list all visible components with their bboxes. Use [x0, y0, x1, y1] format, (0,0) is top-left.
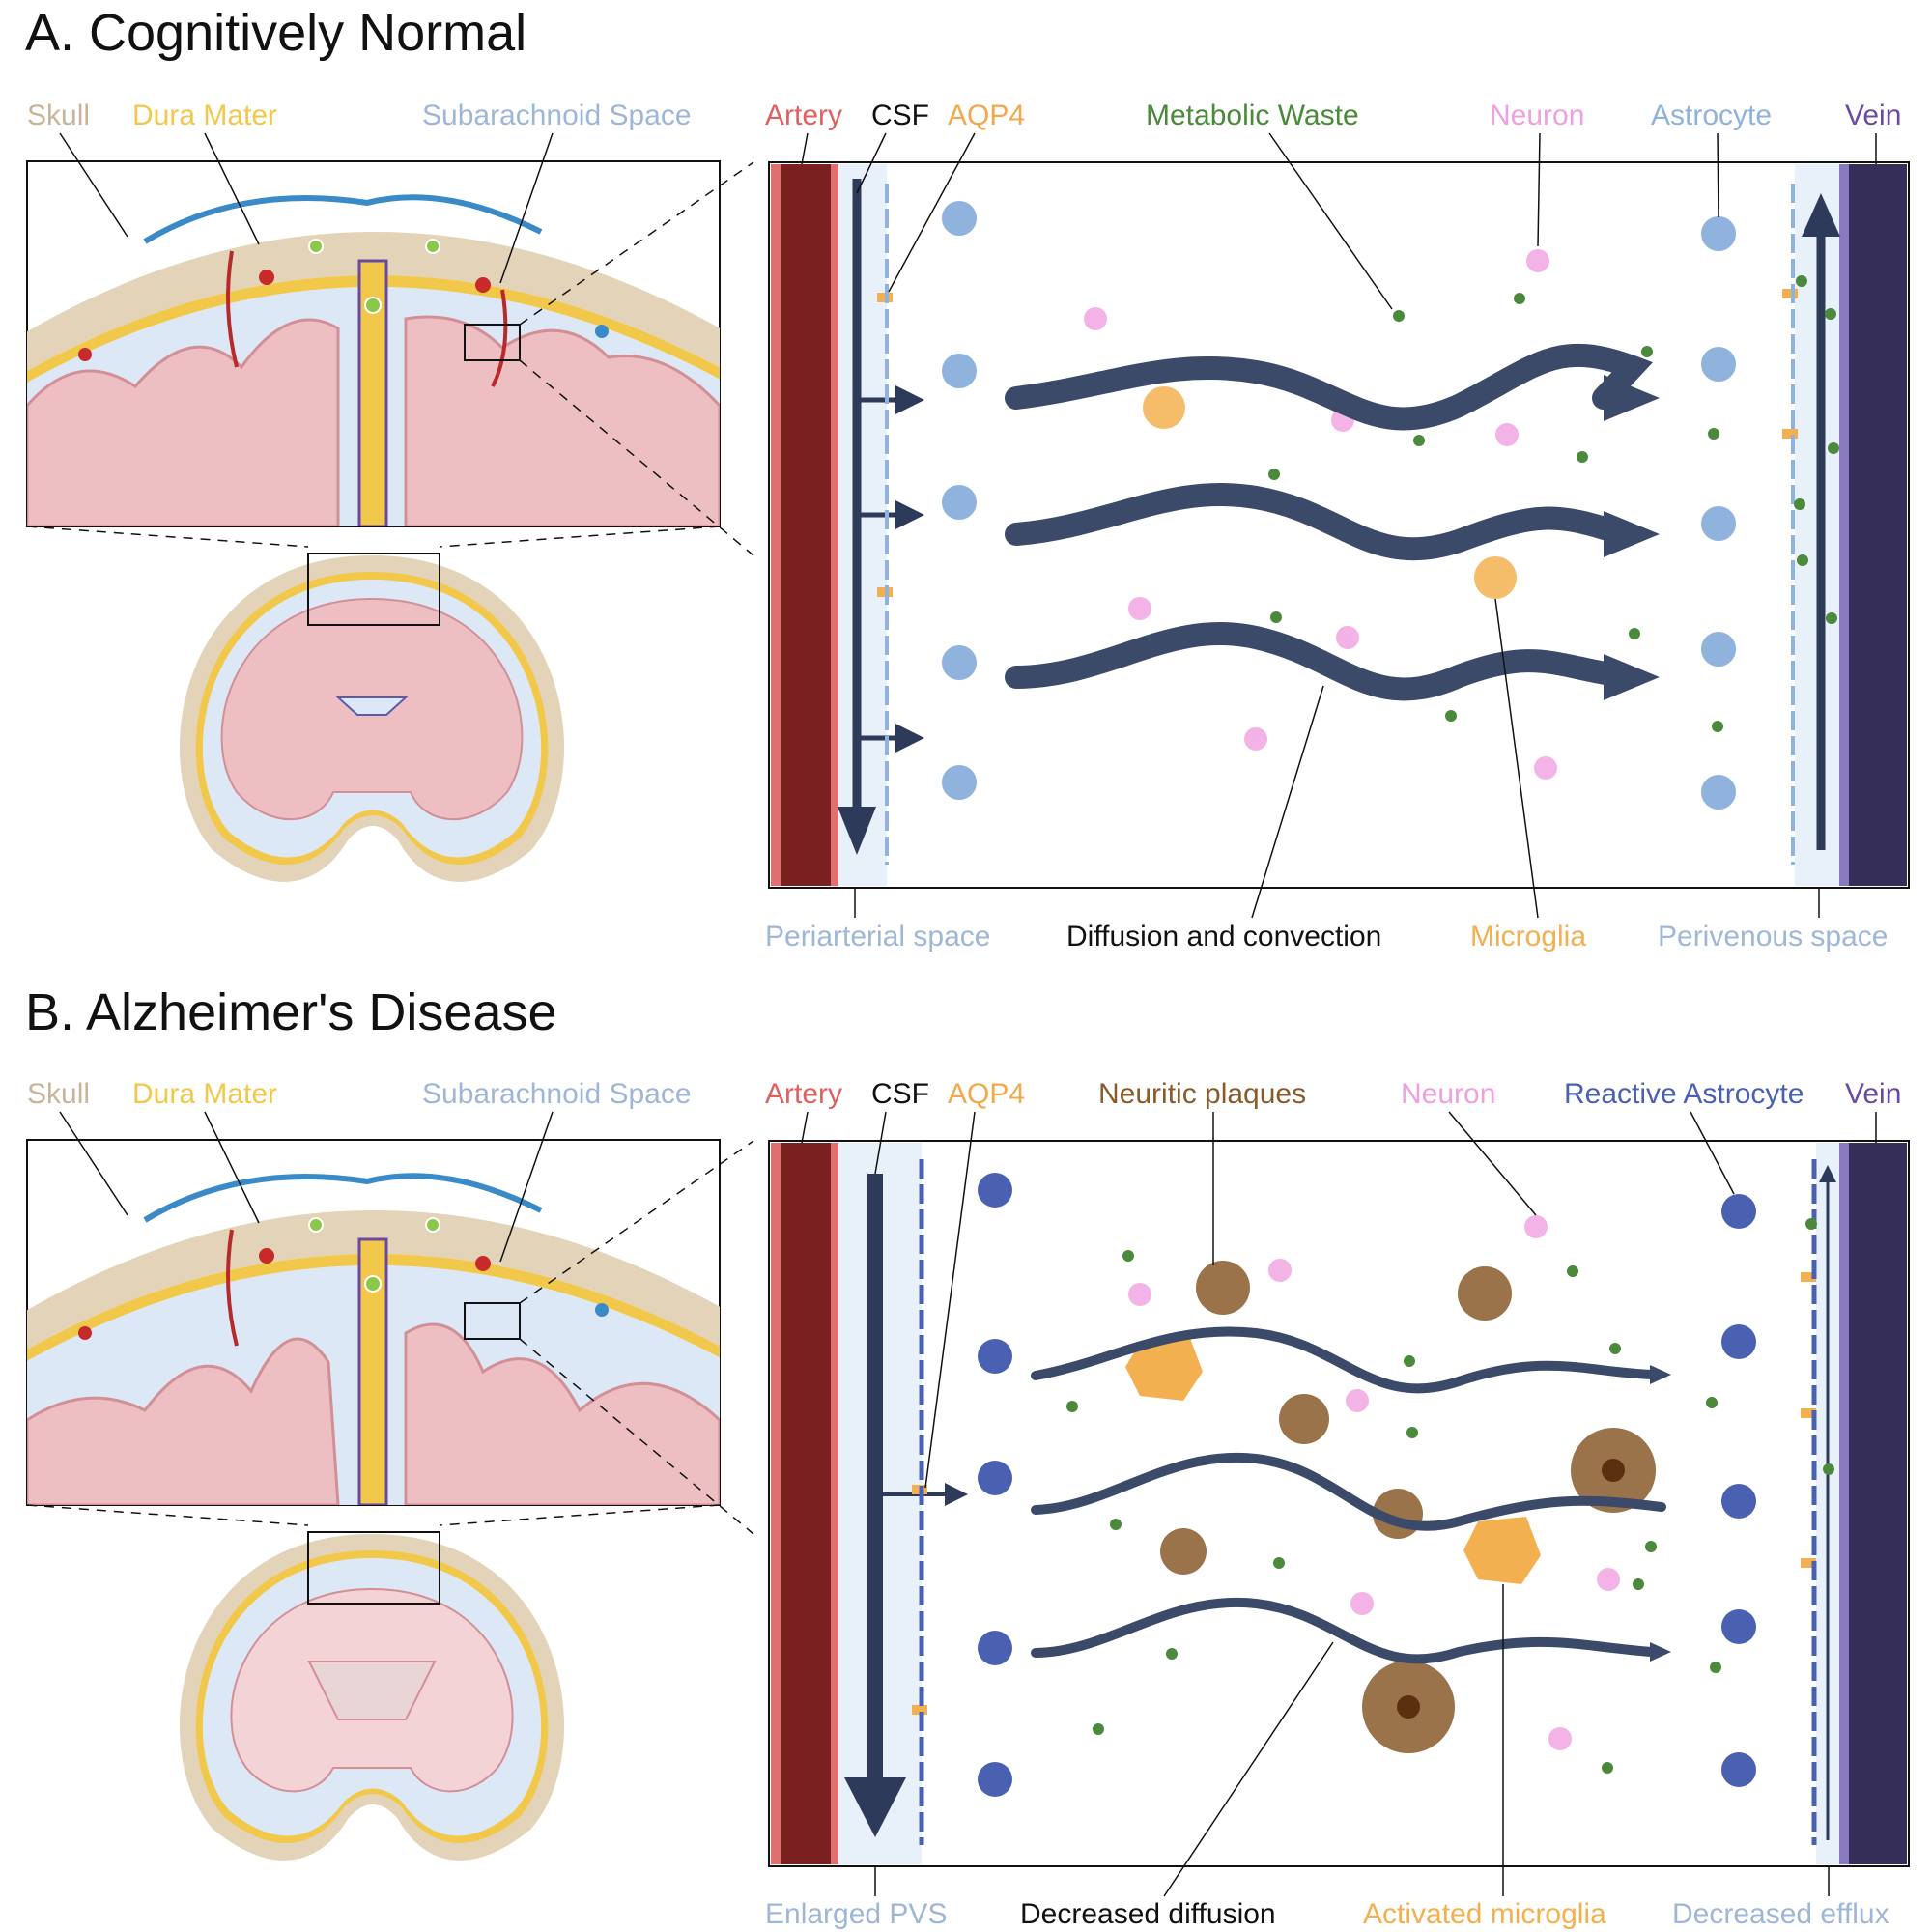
label-subarachnoid-b: Subarachnoid Space: [422, 1078, 692, 1110]
label-dura-b: Dura Mater: [132, 1078, 277, 1110]
label-decreased-efflux: Decreased efflux: [1672, 1898, 1889, 1930]
label-microglia: Microglia: [1470, 921, 1586, 952]
meninges-inset-a: [26, 160, 721, 527]
label-artery-b: Artery: [765, 1078, 842, 1110]
label-neuron-b: Neuron: [1401, 1078, 1495, 1110]
label-plaques: Neuritic plaques: [1098, 1078, 1306, 1110]
meninges-inset-b: [26, 1139, 721, 1506]
label-decreased-diffusion: Decreased diffusion: [1020, 1898, 1276, 1930]
label-periarterial: Periarterial space: [765, 921, 990, 952]
label-neuron-a: Neuron: [1490, 99, 1584, 131]
panel-b-title: B. Alzheimer's Disease: [25, 983, 557, 1041]
leaders-b: [26, 1111, 754, 1535]
label-vein-b: Vein: [1845, 1078, 1901, 1110]
coronal-brain-a: [179, 553, 565, 882]
label-reactive-astrocyte: Reactive Astrocyte: [1564, 1078, 1804, 1110]
leaders-a: [26, 132, 754, 556]
label-skull-a: Skull: [27, 99, 90, 131]
label-vein-a: Vein: [1845, 99, 1901, 131]
label-aqp4-a: AQP4: [948, 99, 1025, 131]
label-csf-a: CSF: [871, 99, 929, 131]
label-waste-a: Metabolic Waste: [1146, 99, 1359, 131]
leaders-a-right: [801, 132, 1877, 919]
label-subarachnoid-a: Subarachnoid Space: [422, 99, 692, 131]
label-astrocyte-a: Astrocyte: [1651, 99, 1772, 131]
label-aqp4-b: AQP4: [948, 1078, 1025, 1110]
glymphatic-panel-a: [768, 161, 1910, 889]
glymphatic-panel-b: [768, 1140, 1910, 1867]
label-activated-microglia: Activated microglia: [1363, 1898, 1606, 1930]
leaders-b-right: [801, 1111, 1877, 1897]
label-perivenous: Perivenous space: [1658, 921, 1888, 952]
label-diffusion: Diffusion and convection: [1066, 921, 1381, 952]
label-artery-a: Artery: [765, 99, 842, 131]
label-dura-a: Dura Mater: [132, 99, 277, 131]
label-enlarged-pvs: Enlarged PVS: [765, 1898, 947, 1930]
coronal-brain-b: [179, 1531, 565, 1861]
panel-a-title: A. Cognitively Normal: [25, 4, 526, 62]
label-skull-b: Skull: [27, 1078, 90, 1110]
label-csf-b: CSF: [871, 1078, 929, 1110]
